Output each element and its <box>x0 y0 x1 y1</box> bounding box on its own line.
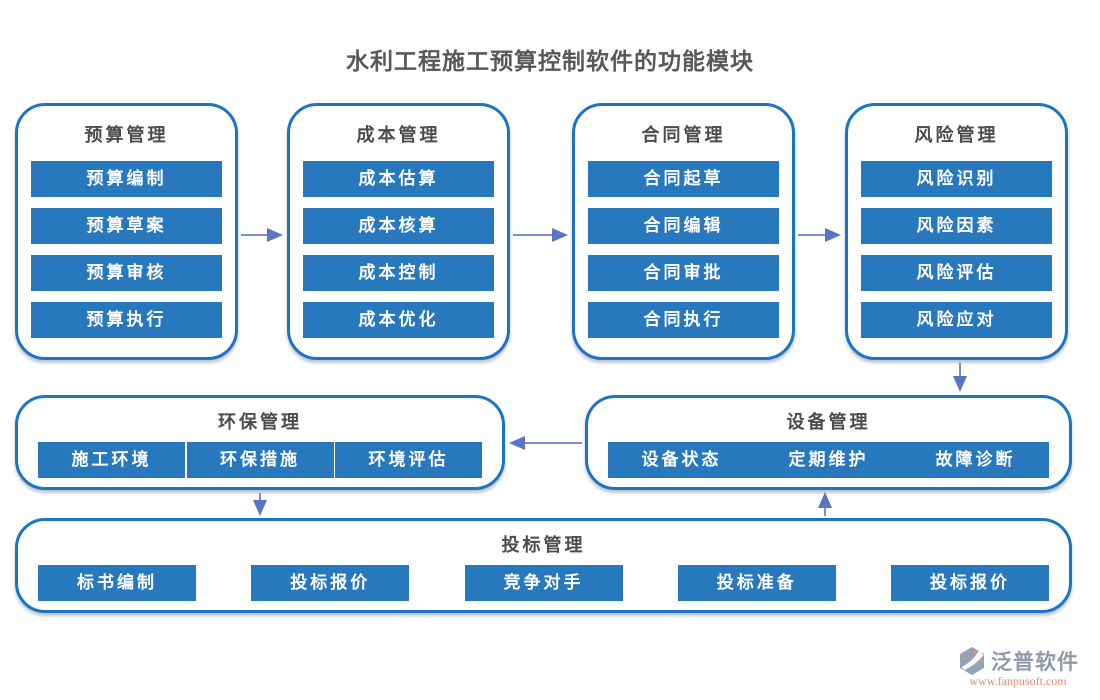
module-equipment-item: 故障诊断 <box>902 442 1049 478</box>
vendor-name: 泛普软件 <box>991 650 1079 674</box>
module-bidding-item: 投标准备 <box>677 565 836 601</box>
module-cost-item: 成本估算 <box>303 161 494 197</box>
module-budget: 预算管理 预算编制 预算草案 预算审核 预算执行 <box>15 103 238 360</box>
module-budget-item: 预算审核 <box>31 255 222 291</box>
module-environment: 环保管理 施工环境 环保措施 环境评估 <box>15 395 505 490</box>
module-budget-title: 预算管理 <box>84 125 169 145</box>
module-equipment-title: 设备管理 <box>786 412 871 432</box>
page-title: 水利工程施工预算控制软件的功能模块 <box>346 49 754 74</box>
vendor-url: www.fanpusoft.com <box>969 674 1067 688</box>
module-bidding-item: 标书编制 <box>38 565 196 601</box>
module-risk-item: 风险应对 <box>861 302 1052 338</box>
module-risk: 风险管理 风险识别 风险因素 风险评估 风险应对 <box>845 103 1068 360</box>
module-environment-item: 环保措施 <box>186 442 334 478</box>
module-environment-title: 环保管理 <box>218 412 302 432</box>
module-risk-item: 风险评估 <box>861 255 1052 291</box>
module-contract-item: 合同起草 <box>588 161 779 197</box>
module-bidding-item: 投标报价 <box>251 565 410 601</box>
module-cost: 成本管理 成本估算 成本核算 成本控制 成本优化 <box>287 103 510 360</box>
module-cost-item: 成本控制 <box>303 255 494 291</box>
module-risk-title: 风险管理 <box>914 125 999 145</box>
vendor-logo: 泛普软件 www.fanpusoft.com <box>940 646 1096 689</box>
module-environment-item: 施工环境 <box>38 442 185 478</box>
module-contract-item: 合同执行 <box>588 302 779 338</box>
module-bidding-title: 投标管理 <box>501 535 586 555</box>
module-cost-item: 成本优化 <box>303 302 494 338</box>
module-contract: 合同管理 合同起草 合同编辑 合同审批 合同执行 <box>572 103 795 360</box>
module-equipment: 设备管理 设备状态 定期维护 故障诊断 <box>585 395 1072 490</box>
module-bidding: 投标管理 标书编制 投标报价 竞争对手 投标准备 投标报价 <box>15 518 1072 613</box>
module-environment-item: 环境评估 <box>335 442 482 478</box>
module-cost-title: 成本管理 <box>356 125 441 145</box>
module-budget-item: 预算草案 <box>31 208 222 244</box>
module-risk-item: 风险因素 <box>861 208 1052 244</box>
module-bidding-item: 投标报价 <box>891 565 1049 601</box>
fanpu-logo-icon <box>960 647 984 675</box>
module-equipment-item: 定期维护 <box>755 442 902 478</box>
module-risk-item: 风险识别 <box>861 161 1052 197</box>
module-contract-title: 合同管理 <box>641 125 726 145</box>
module-bidding-item: 竞争对手 <box>464 565 623 601</box>
module-contract-item: 合同编辑 <box>588 208 779 244</box>
module-budget-item: 预算执行 <box>31 302 222 338</box>
module-equipment-item: 设备状态 <box>608 442 755 478</box>
module-budget-item: 预算编制 <box>31 161 222 197</box>
module-cost-item: 成本核算 <box>303 208 494 244</box>
module-contract-item: 合同审批 <box>588 255 779 291</box>
